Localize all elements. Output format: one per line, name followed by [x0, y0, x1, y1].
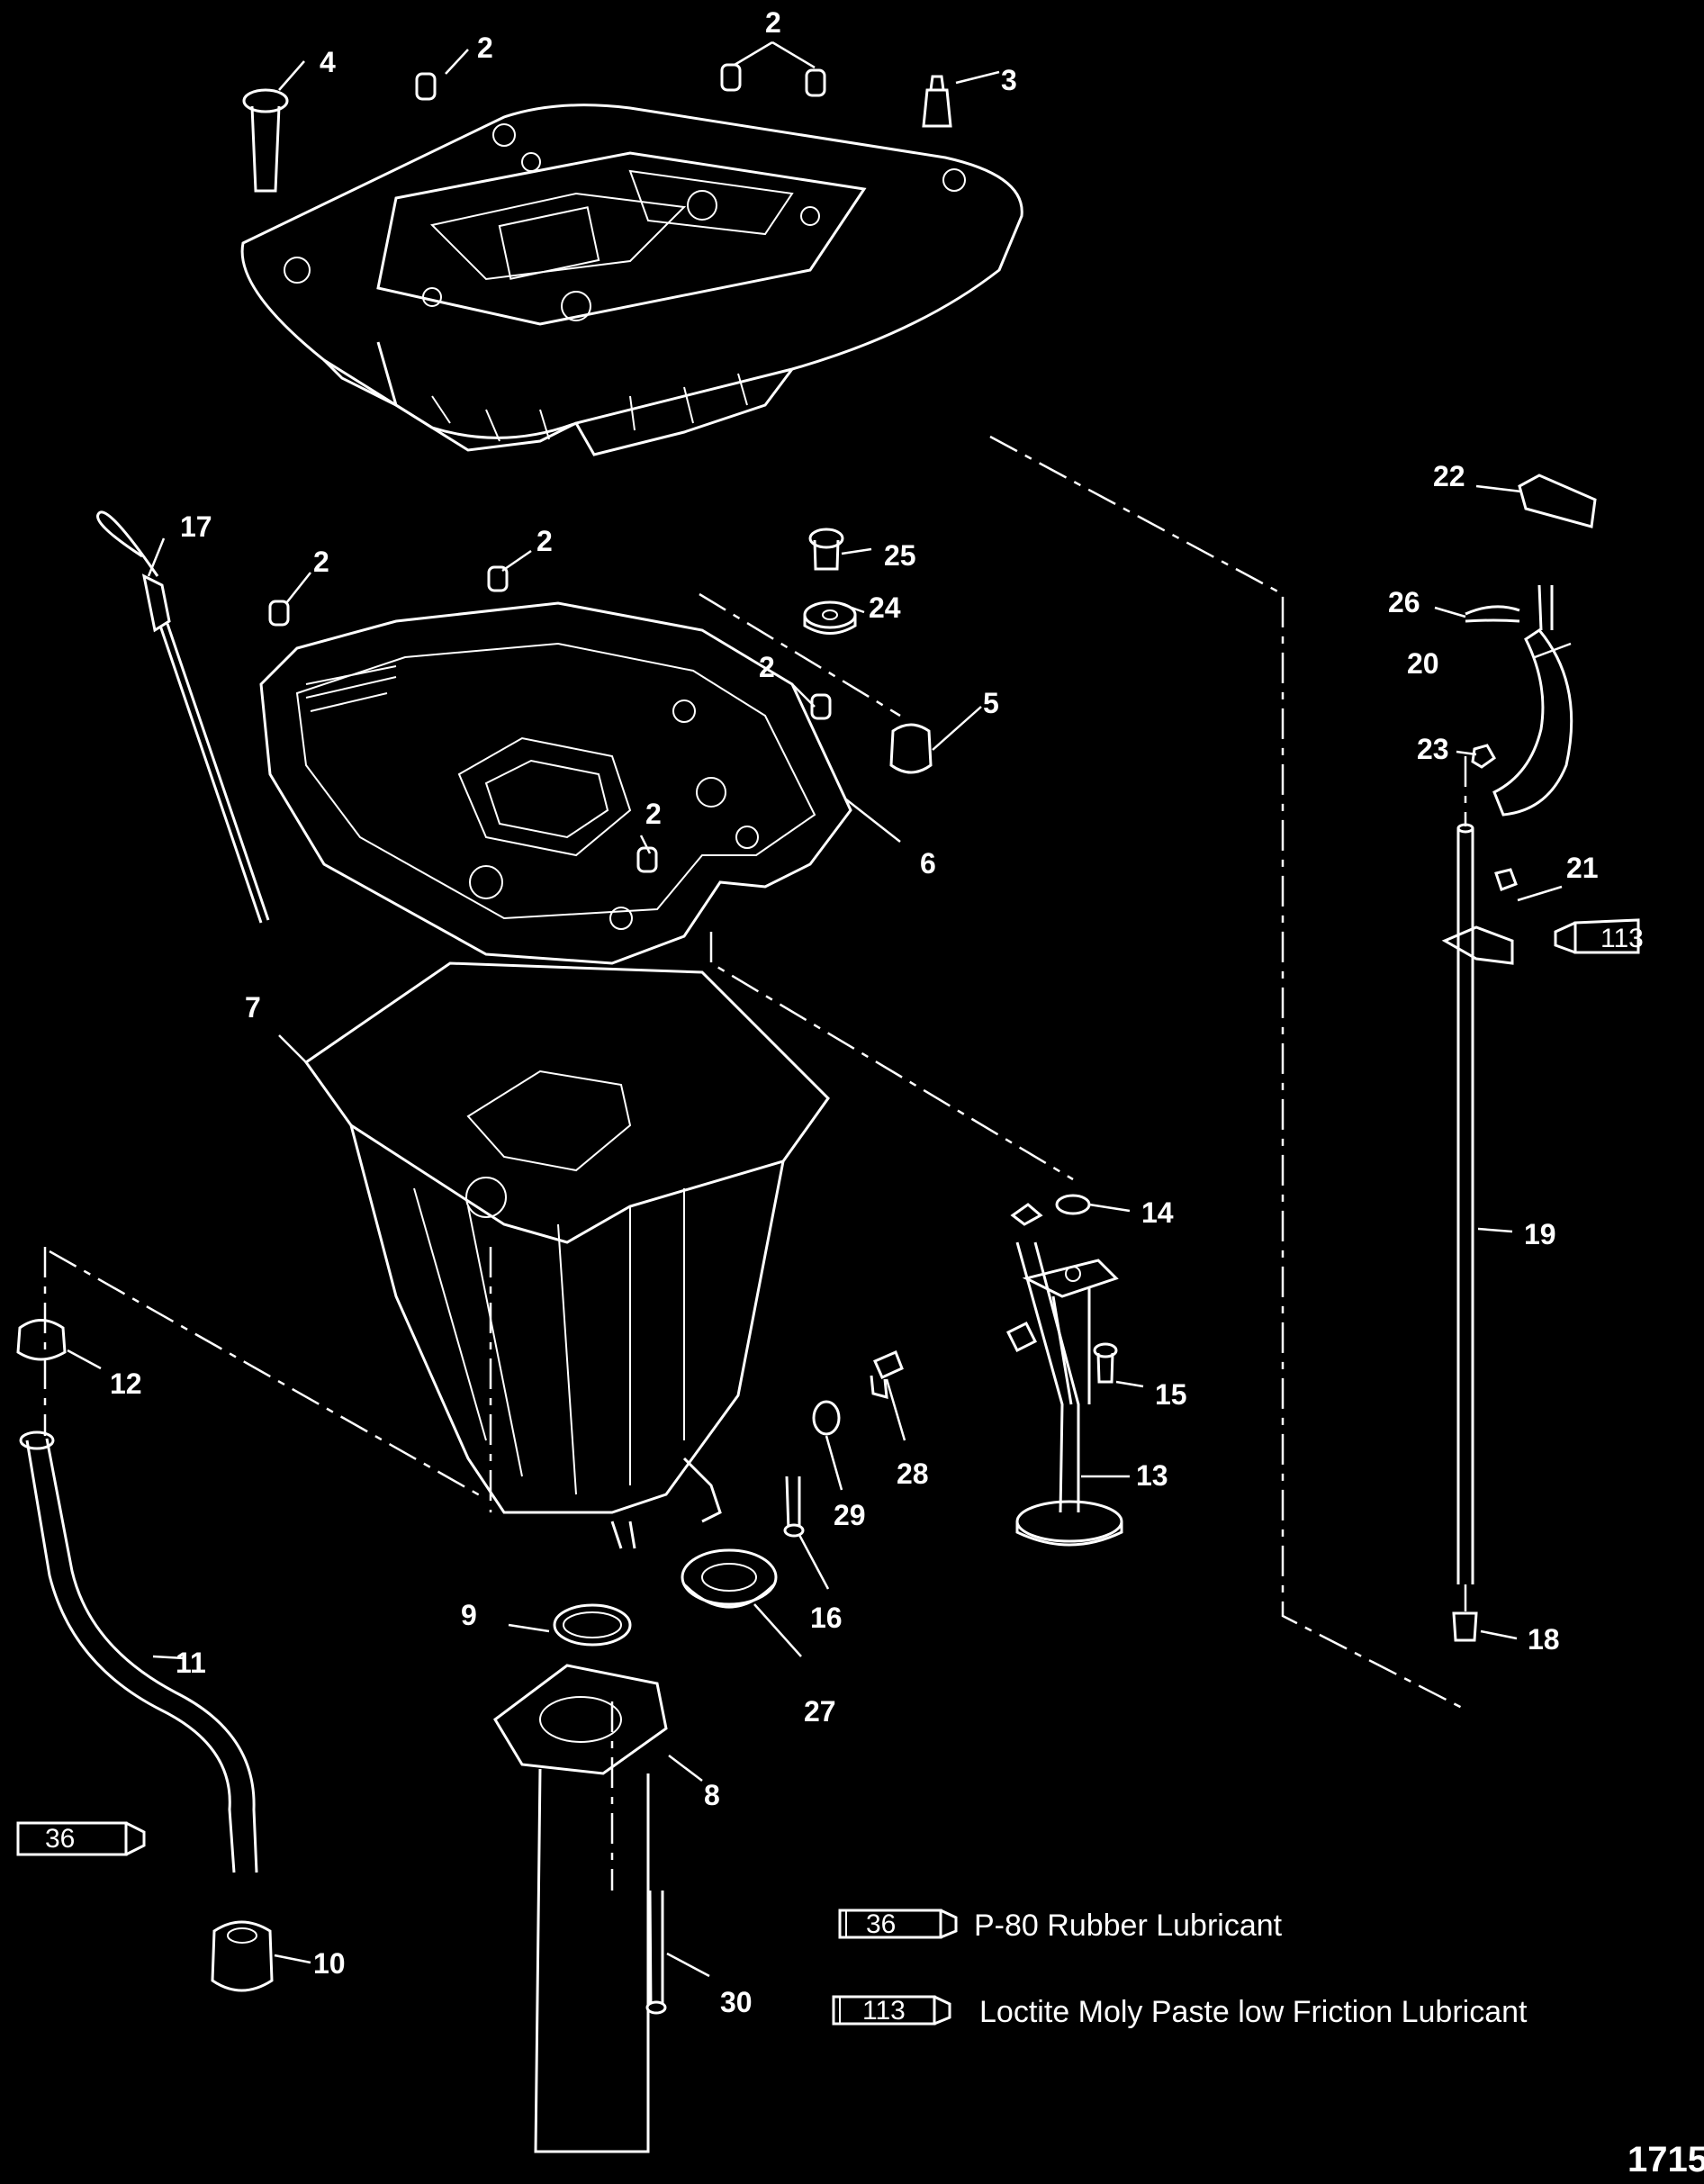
guide-lines: [43, 435, 1468, 1891]
o-ring-large: [553, 1603, 632, 1647]
exhaust-tube: [493, 1664, 668, 2153]
callout-2: 2: [765, 6, 781, 39]
dowel-pin-top-2: [720, 63, 742, 92]
grommet: [889, 723, 933, 774]
callout-21: 21: [1566, 852, 1599, 884]
callout-26: 26: [1388, 586, 1420, 618]
callout-28: 28: [897, 1458, 929, 1490]
callout-4: 4: [320, 46, 336, 78]
callout-14: 14: [1141, 1196, 1174, 1229]
tube-36-label: 36: [45, 1824, 75, 1854]
callout-17: 17: [180, 510, 212, 543]
callout-27: 27: [804, 1695, 836, 1728]
dipstick: [96, 510, 270, 924]
screw: [808, 528, 844, 571]
dowel-pin-gasket-4: [636, 846, 658, 873]
callout-2: 2: [313, 546, 329, 578]
callout-13: 13: [1136, 1459, 1168, 1492]
fitting: [922, 75, 952, 128]
hose-grommet: [16, 1319, 67, 1361]
callout-3: 3: [1001, 64, 1017, 96]
legend-text: Loctite Moly Paste low Friction Lubrican…: [979, 1995, 1528, 2029]
seal: [681, 1548, 778, 1609]
bolt-16: [783, 1476, 805, 1538]
legend-tube-code: 113: [862, 1996, 906, 2026]
long-bolt: [242, 88, 289, 193]
nut-21: [1494, 868, 1518, 891]
oil-pickup-tube: [1005, 1203, 1123, 1547]
shift-rod: [1441, 823, 1514, 1584]
callout-2: 2: [477, 32, 493, 64]
shift-lever: [1492, 584, 1573, 817]
tube-screw: [645, 1890, 667, 2015]
callout-25: 25: [884, 539, 916, 572]
drain-plug-washer: [812, 1400, 841, 1436]
oil-pan: [303, 961, 830, 1549]
washer: [803, 600, 857, 635]
callout-24: 24: [869, 591, 901, 624]
nut-23: [1471, 744, 1496, 769]
dowel-pin-gasket-1: [268, 600, 290, 627]
callout-10: 10: [313, 1947, 346, 1980]
tube-113-label: 113: [1600, 924, 1644, 953]
callout-18: 18: [1528, 1623, 1560, 1656]
dowel-pin-gasket-2: [487, 565, 509, 592]
callout-16: 16: [810, 1602, 843, 1634]
hose: [19, 1430, 258, 1873]
callout-23: 23: [1417, 733, 1449, 765]
legend-text: P-80 Rubber Lubricant: [974, 1909, 1283, 1943]
drain-plug: [870, 1350, 904, 1400]
figure-number: 1715: [1627, 2140, 1704, 2179]
o-ring-small: [1055, 1194, 1091, 1215]
callout-30: 30: [720, 1986, 753, 2018]
adapter-plate: [240, 104, 1023, 456]
callout-2: 2: [645, 798, 662, 830]
shift-cam: [1518, 474, 1597, 528]
callout-2: 2: [759, 651, 775, 683]
callout-20: 20: [1407, 647, 1439, 680]
dowel-pin-top-1: [415, 72, 437, 101]
callout-2: 2: [536, 525, 553, 557]
legend: 36 P-80 Rubber Lubricant 113 Loctite Mol…: [832, 1909, 1528, 2029]
callout-11: 11: [176, 1647, 206, 1679]
callout-19: 19: [1524, 1218, 1556, 1250]
legend-tube-code: 36: [866, 1909, 896, 1939]
callout-6: 6: [920, 847, 936, 880]
oil-pan-gasket: [259, 601, 852, 965]
lubricant-tube-113-on-rod: 113: [1554, 918, 1644, 954]
lubricant-tube-36-on-fitting: 36: [16, 1821, 146, 1856]
shift-rod-bushing: [1452, 1611, 1478, 1642]
callout-5: 5: [983, 687, 999, 719]
legend-item-rubber-lubricant: 36 P-80 Rubber Lubricant: [838, 1909, 1283, 1943]
callout-7: 7: [245, 991, 261, 1024]
dowel-pin-top-3: [805, 68, 826, 97]
dowel-pin-gasket-3: [810, 693, 832, 720]
legend-item-moly-paste: 113 Loctite Moly Paste low Friction Lubr…: [832, 1995, 1528, 2029]
pickup-screw: [1093, 1342, 1118, 1384]
callout-12: 12: [110, 1367, 142, 1400]
leader-lines: [67, 41, 1572, 1978]
callout-15: 15: [1155, 1378, 1187, 1411]
clip: [1465, 605, 1520, 623]
callout-22: 22: [1433, 460, 1465, 492]
callout-labels: 4 2 2 3 2 2 2 2 17 25 24 5 6 7 14 15 13 …: [110, 6, 1599, 2018]
callout-8: 8: [704, 1779, 720, 1811]
callout-29: 29: [834, 1499, 866, 1531]
hose-fitting: [211, 1920, 274, 1992]
callout-9: 9: [461, 1599, 477, 1631]
